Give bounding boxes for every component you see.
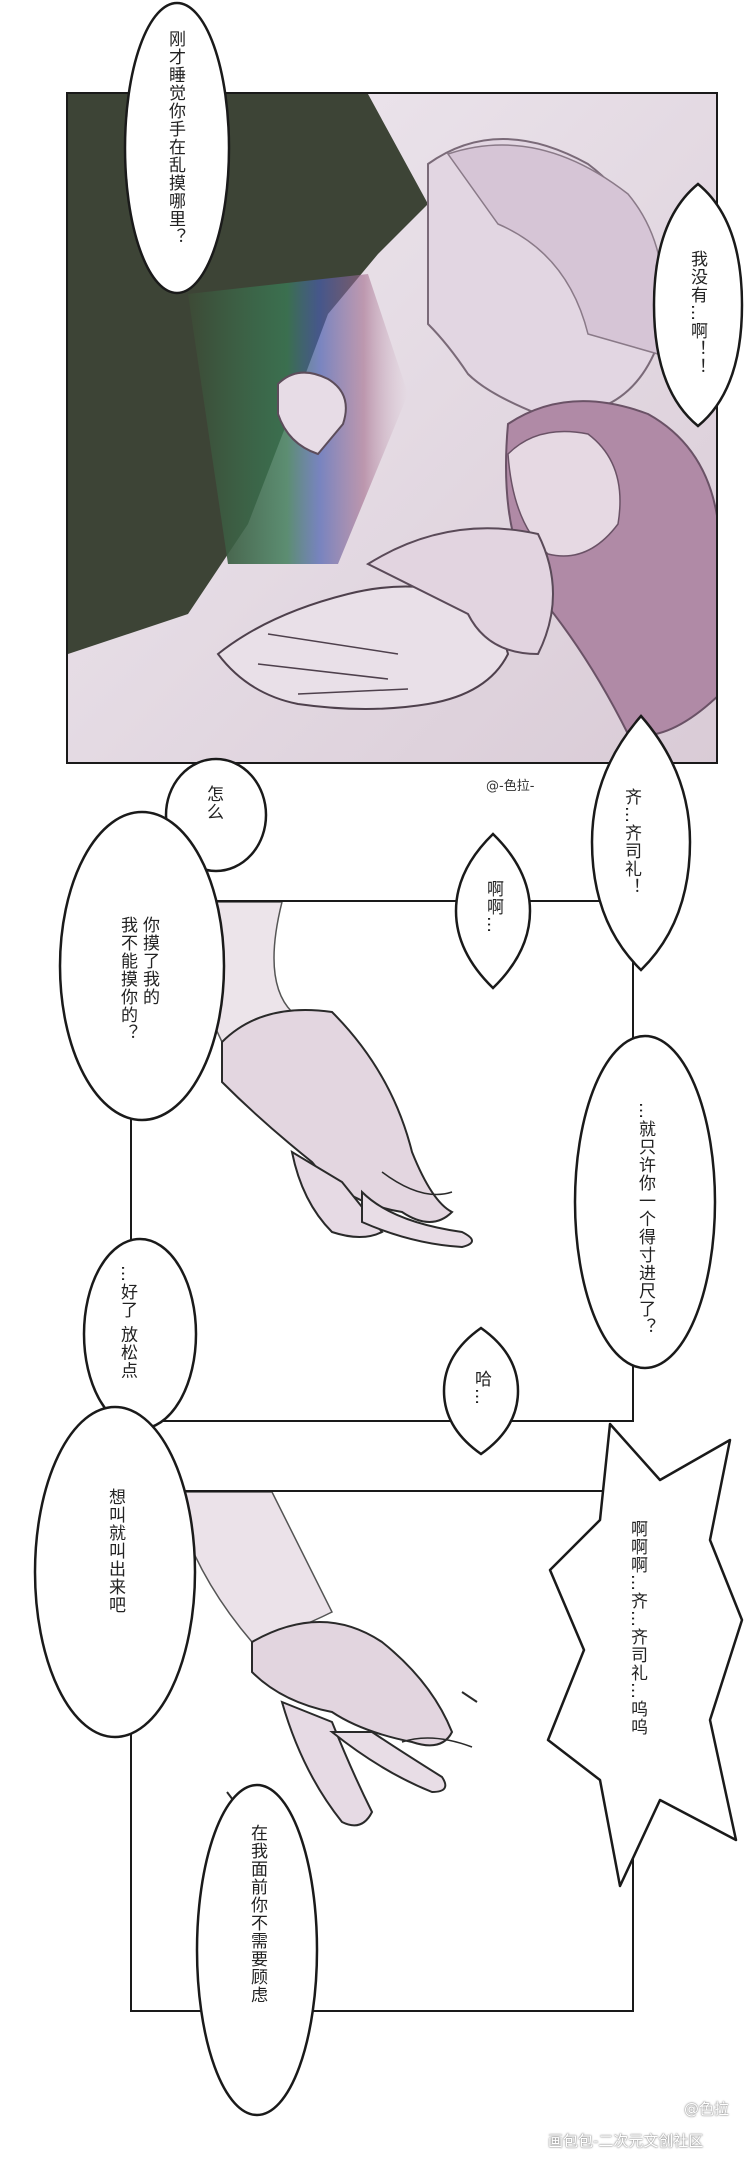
bubble-text: 啊啊…: [483, 880, 503, 934]
panel-2-illustration: [132, 902, 632, 1420]
bubble-text: 刚才睡觉你手在乱摸哪里？: [165, 30, 185, 246]
speech-bubble-xiangjiao: 想叫就叫出来吧: [30, 1402, 200, 1742]
speech-bubble-nimo: 你摸了我的 我不能摸你的？: [56, 808, 228, 1124]
speech-bubble-zaiwo: 在我面前你不需要顾虑: [192, 1780, 322, 2120]
bubble-text: …就只许你一个得寸进尺了？: [635, 1102, 655, 1336]
watermark-site: 画包包-二次元文创社区: [548, 2132, 704, 2150]
bubble-text: …好了 放松点: [117, 1265, 137, 1380]
speech-bubble-aaa: 啊啊啊…齐…齐司礼…呜呜: [540, 1420, 746, 1890]
speech-bubble-top-left: 刚才睡觉你手在乱摸哪里？: [122, 0, 232, 296]
bubble-text: 想叫就叫出来吧: [105, 1488, 125, 1614]
bubble-text: 你摸了我的 我不能摸你的？: [117, 916, 159, 1042]
bubble-text: 啊啊啊…齐…齐司礼…呜呜: [627, 1520, 647, 1736]
bubble-text: 哈…: [471, 1370, 491, 1406]
speech-bubble-jiu: …就只许你一个得寸进尺了？: [570, 1032, 720, 1372]
comic-panel-2: [130, 900, 634, 1422]
bubble-text: 怎么: [203, 785, 223, 821]
speech-bubble-ha: 哈…: [440, 1324, 522, 1458]
bubble-text: 在我面前你不需要顾虑: [247, 1824, 267, 2004]
speech-bubble-top-right: 我没有…啊！！: [650, 180, 746, 430]
author-credit: @-色拉-: [486, 779, 535, 794]
watermark-author: @色拉: [684, 2100, 730, 2118]
bubble-text: 我没有…啊！！: [687, 250, 707, 376]
bubble-text: 齐…齐司礼！: [621, 788, 641, 896]
speech-bubble-qi: 齐…齐司礼！: [586, 712, 696, 974]
speech-bubble-aa: 啊啊…: [452, 830, 534, 992]
